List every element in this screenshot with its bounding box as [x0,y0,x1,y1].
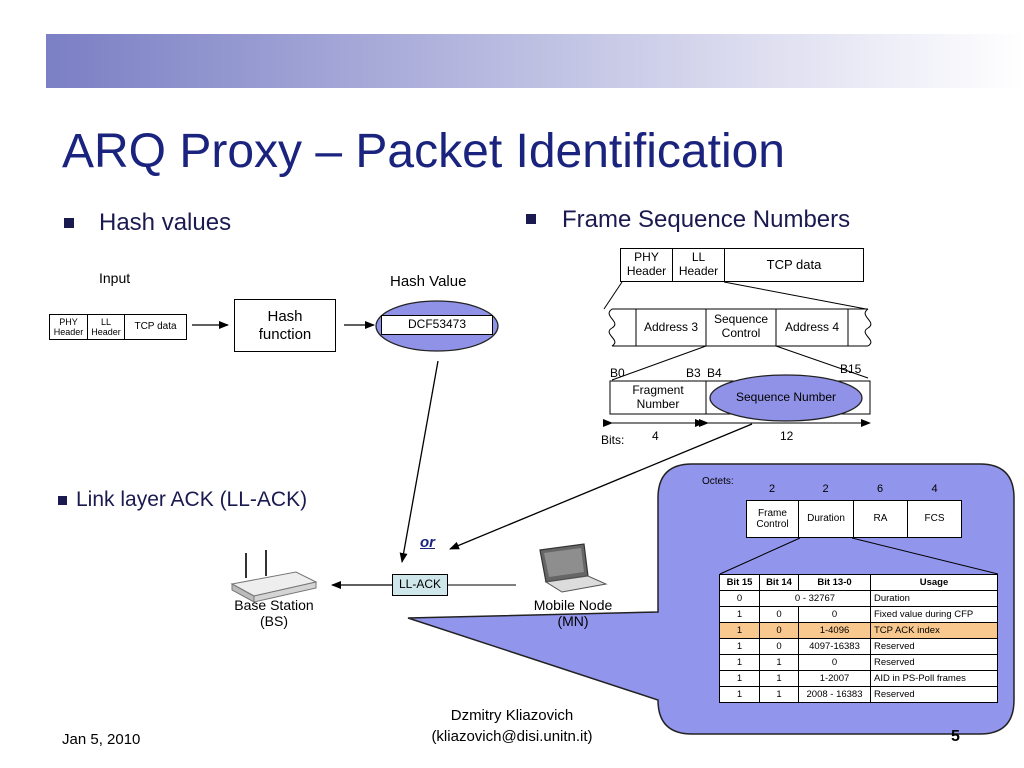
cell-usage: Reserved [870,638,998,655]
table-row: 1 0 4097-16383 Reserved [719,638,998,655]
cell-bit13: 2008 - 16383 [798,686,871,703]
hash-value-title: Hash Value [390,273,467,290]
cell-bit15: 1 [719,686,760,703]
cell-usage: TCP ACK index [870,622,998,639]
footer-author: Dzmitry Kliazovich [450,707,574,724]
hash-packet-phy-header: PHY Header [49,314,88,340]
cell-bit14: 1 [759,654,799,671]
octet-size: 2 [768,483,776,495]
cell-usage: Fixed value during CFP [870,606,998,623]
bits-sequence-count: 12 [780,429,794,443]
column-header: Bit 14 [759,574,799,591]
bullet-hash-values: Hash values [99,209,232,236]
cell-bit15: 1 [719,622,760,639]
bullet-marker [58,496,67,505]
cell-usage: AID in PS-Poll frames [870,670,998,687]
bits-fragment-count: 4 [652,429,659,443]
bullet-marker [526,214,536,224]
table-row: 1 0 0 Fixed value during CFP [719,606,998,623]
cell-bit13: 0 [798,606,871,623]
bit-b4-label: B4 [707,366,722,380]
fsn-packet-phy-header: PHY Header [620,248,673,282]
bit-b3-label: B3 [686,366,701,380]
wave-right [864,308,872,347]
cell-bit13: 1-2007 [798,670,871,687]
top-gradient-bar [46,34,1024,88]
fsn-packet-tcp-data: TCP data [724,248,864,282]
footer-date: Jan 5, 2010 [62,731,141,748]
field-frame-control: Frame Control [746,500,799,538]
table-header-row: Bit 15 Bit 14 Bit 13-0 Usage [719,574,998,591]
bullet-frame-sequence-numbers: Frame Sequence Numbers [562,206,851,233]
cell-bit15: 1 [719,606,760,623]
sequence-number-field: Sequence Number [735,390,837,404]
octets-label: Octets: [702,476,734,487]
cell-bit15: 1 [719,654,760,671]
cell-bit13: 1-4096 [798,622,871,639]
octet-size: 2 [822,483,829,495]
cell-usage: Reserved [870,654,998,671]
footer-email: (kliazovich@disi.unitn.it) [431,728,593,745]
table-row: 1 1 0 Reserved [719,654,998,671]
cell-bit14: 0 [759,638,799,655]
seqnum-to-llack-arrow [449,423,753,550]
bullet-marker [64,218,74,228]
cell-bit14: 0 [759,606,799,623]
cell-bit14: 1 [759,670,799,687]
column-header: Usage [870,574,998,591]
slide-title: ARQ Proxy – Packet Identification [62,125,785,178]
table-row: 1 1 2008 - 16383 Reserved [719,686,998,703]
cell-usage: Reserved [870,686,998,703]
mobile-node-label: Mobile Node (MN) [533,597,613,630]
cell-bit14: 0 [759,622,799,639]
octet-size: 6 [876,483,884,495]
hash-packet-ll-header: LL Header [87,314,125,340]
field-address-4: Address 4 [784,320,840,334]
cell-bit15: 1 [719,638,760,655]
field-fcs: FCS [907,500,962,538]
bit-b15-label: B15 [840,362,862,376]
input-label: Input [99,270,131,286]
bits-label: Bits: [601,433,625,447]
cell-bit13: 4097-16383 [798,638,871,655]
table-row: 0 0 - 32767 Duration [719,590,998,607]
page-number: 5 [951,728,960,745]
column-header: Bit 15 [719,574,760,591]
cell-bit15: 0 [719,590,760,607]
laptop-device [539,543,608,593]
cell-bit13: 0 [798,654,871,671]
cell-bit14-13: 0 - 32767 [759,590,871,607]
wave-left [608,308,616,347]
hash-value-box: DCF53473 [381,315,493,335]
cell-bit14: 1 [759,686,799,703]
ll-ack-box: LL-ACK [392,574,448,596]
field-ra: RA [853,500,908,538]
field-sequence-control: Sequence Control [713,312,769,340]
hash-function-box: Hash function [234,299,336,352]
fragment-number-field: Fragment Number [632,383,684,411]
or-label: or [420,534,435,551]
fsn-packet-ll-header: LL Header [672,248,725,282]
column-header: Bit 13-0 [798,574,871,591]
hash-packet-tcp-data: TCP data [124,314,187,340]
field-address-3: Address 3 [643,320,699,334]
usage-table-wrap: Bit 15 Bit 14 Bit 13-0 Usage 0 0 - 32767… [719,574,998,703]
bit-b0-label: B0 [610,366,625,380]
base-station-label: Base Station (BS) [234,597,314,630]
bullet-link-layer-ack: Link layer ACK (LL-ACK) [76,488,308,511]
usage-table: Bit 15 Bit 14 Bit 13-0 Usage 0 0 - 32767… [719,574,998,703]
field-duration: Duration [798,500,854,538]
cell-bit15: 1 [719,670,760,687]
table-row-highlighted: 1 0 1-4096 TCP ACK index [719,622,998,639]
octet-size: 4 [931,483,938,495]
table-row: 1 1 1-2007 AID in PS-Poll frames [719,670,998,687]
cell-usage: Duration [870,590,998,607]
hash-to-llack-arrow [399,360,439,563]
base-station-device [230,550,318,603]
